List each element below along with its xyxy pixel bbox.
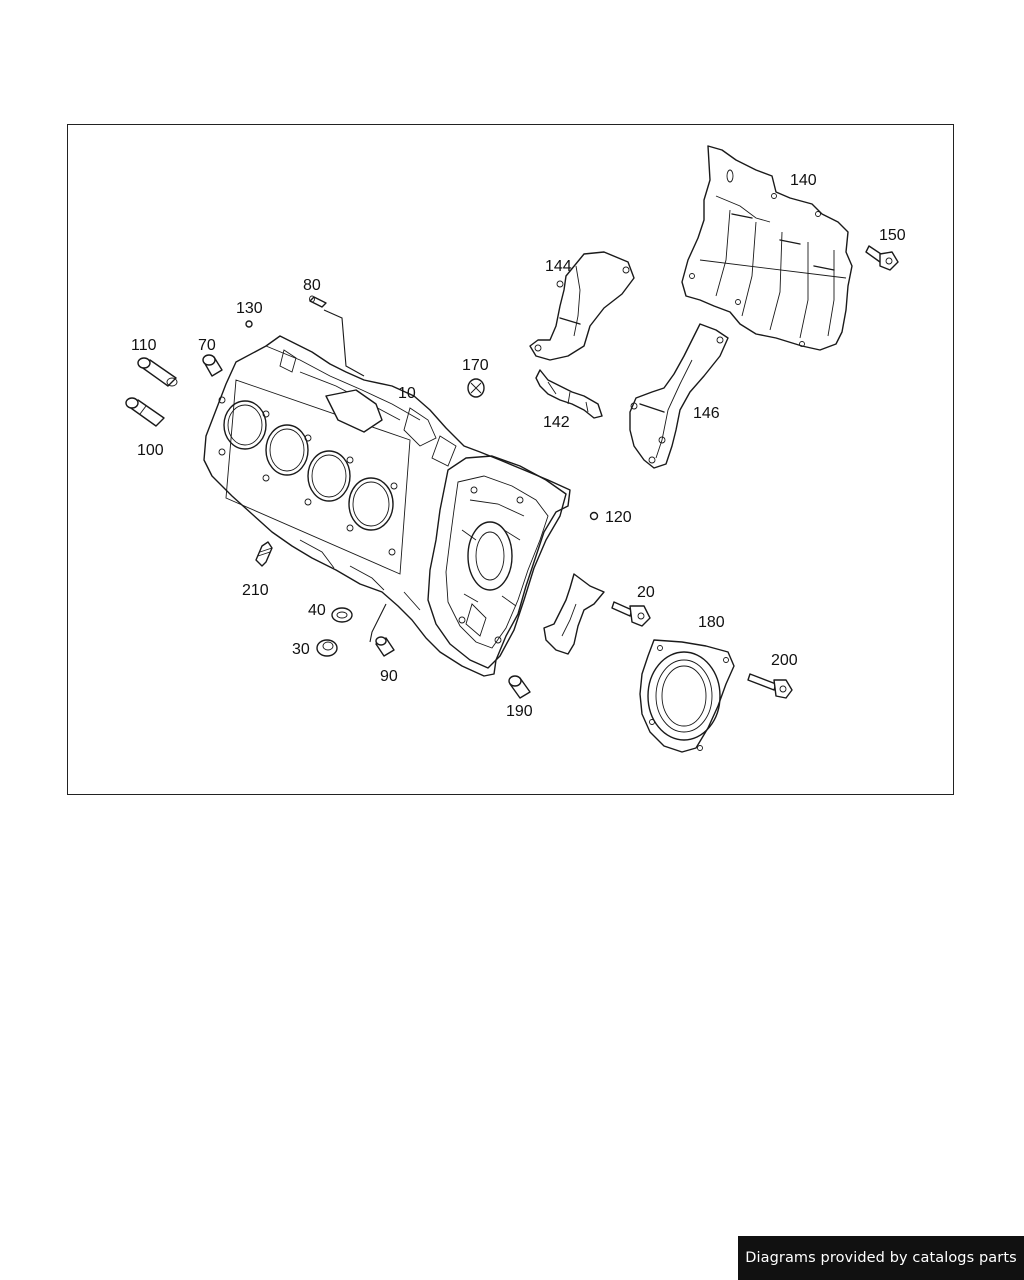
part-144-baffle[interactable] [529, 251, 635, 361]
label-180: 180 [698, 614, 725, 631]
part-150-bolt[interactable] [865, 245, 899, 271]
part-130-plug[interactable] [245, 320, 253, 328]
label-70: 70 [198, 337, 216, 354]
part-70-sleeve[interactable] [202, 354, 223, 377]
part-40-seal[interactable] [331, 607, 353, 623]
label-140: 140 [790, 172, 817, 189]
part-170-plug[interactable] [467, 378, 485, 398]
label-142: 142 [543, 414, 570, 431]
leader-90 [369, 603, 387, 643]
label-10: 10 [398, 385, 416, 402]
part-10-engine-block[interactable] [203, 335, 571, 677]
label-120: 120 [605, 509, 632, 526]
part-200-bolt[interactable] [747, 673, 793, 699]
label-146: 146 [693, 405, 720, 422]
part-80-dowel[interactable] [309, 295, 327, 308]
label-40: 40 [308, 602, 326, 619]
label-200: 200 [771, 652, 798, 669]
label-110: 110 [131, 337, 157, 354]
part-210-stud[interactable] [255, 541, 273, 567]
part-146-baffle[interactable] [629, 323, 729, 469]
label-144: 144 [545, 258, 572, 275]
credit-badge: Diagrams provided by catalogs parts [738, 1236, 1024, 1280]
label-100: 100 [137, 442, 164, 459]
part-20-bearing-cap[interactable] [543, 573, 651, 655]
part-110-pin[interactable] [137, 357, 178, 387]
label-20: 20 [637, 584, 655, 601]
part-100-pin[interactable] [125, 397, 165, 427]
label-150: 150 [879, 227, 906, 244]
part-90-sleeve[interactable] [375, 636, 395, 657]
label-130: 130 [236, 300, 263, 317]
label-30: 30 [292, 641, 310, 658]
part-190-sleeve[interactable] [508, 675, 531, 699]
label-80: 80 [303, 277, 321, 294]
part-120-plug[interactable] [589, 511, 599, 521]
part-142-bracket[interactable] [535, 369, 603, 419]
label-210: 210 [242, 582, 269, 599]
part-30-plug[interactable] [316, 639, 338, 657]
part-140-cover[interactable] [681, 145, 853, 351]
label-190: 190 [506, 703, 533, 720]
label-170: 170 [462, 357, 489, 374]
label-90: 90 [380, 668, 398, 685]
leader-80 [323, 309, 365, 377]
part-180-seal-carrier[interactable] [639, 639, 735, 753]
